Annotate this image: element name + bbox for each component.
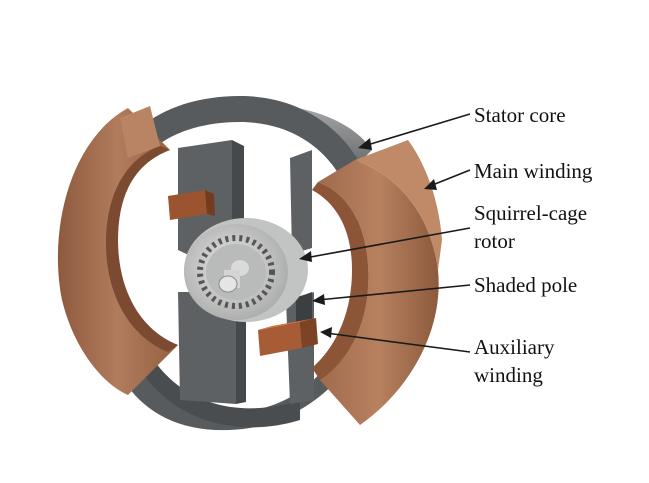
- label-shaded-pole: Shaded pole: [474, 273, 577, 297]
- main-winding-right-inner: [312, 182, 369, 380]
- right-pole-top: [290, 150, 312, 254]
- arrow-aux-winding-head: [320, 327, 332, 338]
- squirrel-cage-rotor: [184, 218, 308, 322]
- rotor-shaft-front: [218, 275, 238, 293]
- rotor-bar-ring: [197, 235, 275, 309]
- arrow-aux-winding: [325, 332, 471, 353]
- aux-top-front: [168, 190, 207, 220]
- label-aux-line2: winding: [474, 363, 543, 387]
- left-pole-bottom: [178, 292, 236, 404]
- label-rotor-line2: rotor: [474, 229, 515, 253]
- arrow-shaded-pole: [317, 284, 471, 301]
- main-winding-right-face: [318, 140, 442, 270]
- main-winding-left-inner-face: [105, 146, 178, 352]
- label-rotor-line1: Squirrel-cage: [474, 201, 587, 225]
- aux-top-side: [205, 190, 215, 216]
- arrow-shaded-pole-head: [312, 294, 325, 305]
- main-winding-left: [57, 106, 178, 395]
- main-winding-right: [312, 140, 442, 425]
- auxiliary-winding-top: [168, 190, 215, 220]
- arrow-rotor: [304, 227, 471, 259]
- aux-bottom-top: [258, 318, 316, 330]
- arrow-rotor-head: [299, 251, 312, 262]
- main-winding-left-notch: [120, 106, 160, 158]
- aux-bottom-side: [300, 318, 318, 348]
- label-aux-line1: Auxiliary: [474, 335, 555, 359]
- arrow-main-winding: [429, 169, 471, 187]
- arrow-stator-core-head: [358, 138, 372, 150]
- annotation-arrows: [299, 113, 471, 353]
- auxiliary-winding-bottom: [258, 318, 318, 356]
- label-stator-core: Stator core: [474, 103, 566, 127]
- aux-bottom-front: [258, 322, 302, 356]
- main-winding-right-outer: [318, 160, 439, 425]
- arrow-stator-core: [363, 113, 471, 147]
- arrow-main-winding-head: [424, 179, 437, 190]
- label-main-winding: Main winding: [474, 159, 593, 183]
- labels: Stator core Main winding Squirrel-cage r…: [474, 103, 593, 387]
